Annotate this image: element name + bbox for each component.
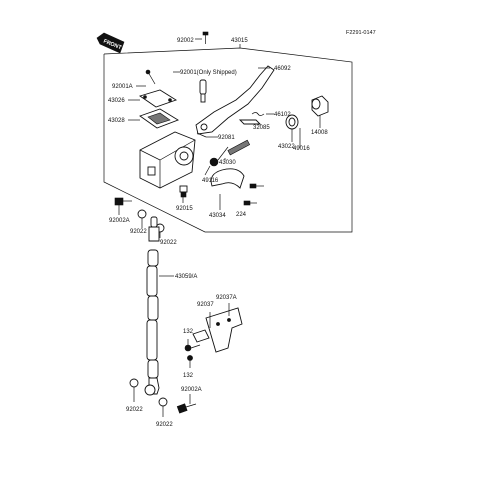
bracket-92037A (205, 303, 243, 353)
washer-92022-a (137, 209, 147, 228)
washer-92022-c (129, 378, 139, 402)
label-14008: 14008 (311, 130, 328, 136)
label-132-b: 132 (183, 373, 194, 379)
bolt-132-a (184, 339, 201, 352)
bolt-92002 (195, 31, 209, 44)
label-32085: 32085 (253, 125, 270, 131)
label-92022-d: 92022 (156, 422, 173, 428)
clamp-92037 (192, 312, 211, 343)
label-224: 224 (236, 212, 247, 218)
pivot-bolt-32085 (238, 119, 262, 125)
clamp-43034 (210, 168, 245, 210)
nut-49116 (204, 157, 219, 176)
label-92081: 92081 (218, 135, 235, 141)
screw-92081 (196, 132, 218, 138)
label-43059A: 43059/A (175, 274, 197, 280)
label-46102: 46102 (274, 112, 291, 118)
label-43034: 43034 (209, 213, 226, 219)
brake-lever-46092 (195, 65, 275, 135)
diagram-ref-code: F2291-0147 (346, 30, 376, 36)
washer-92022-d (158, 397, 168, 417)
bolt-92015 (180, 191, 187, 203)
label-92002A-bottom: 92002A (181, 387, 202, 393)
label-92022-c: 92022 (126, 407, 143, 413)
bolt-132-b (187, 355, 193, 368)
label-92001A: 92001A (112, 84, 133, 90)
bolt-224 (243, 183, 264, 206)
label-92001: 92001(Only Shipped) (180, 70, 237, 76)
label-43030: 43030 (219, 160, 236, 166)
label-43022: 43022 (278, 144, 295, 150)
label-92037: 92037 (197, 302, 214, 308)
label-92002A-top: 92002A (109, 218, 130, 224)
label-92037A: 92037A (216, 295, 237, 301)
label-49016: 49016 (293, 146, 310, 152)
screw-92001A (136, 69, 156, 87)
label-92002: 92002 (177, 38, 194, 44)
label-92015: 92015 (176, 206, 193, 212)
banjo-bolt-92002A-bottom (176, 394, 197, 414)
spring-46102 (251, 112, 274, 116)
label-43015: 43015 (231, 38, 248, 44)
reservoir-cap-43026 (128, 89, 178, 108)
bleeder-92001 (173, 71, 207, 103)
label-43028: 43028 (108, 118, 125, 124)
banjo-bolt-92002A-top (114, 197, 132, 215)
label-46092: 46092 (274, 66, 291, 72)
boot-43022 (285, 114, 299, 142)
diaphragm-43028 (128, 108, 180, 129)
label-43026: 43026 (108, 98, 125, 104)
label-92022-a: 92022 (130, 229, 147, 235)
cap-14008 (311, 95, 329, 128)
master-cylinder-body (139, 131, 196, 193)
label-92022-b: 92022 (160, 240, 177, 246)
front-arrow-icon: FRONT (96, 32, 125, 54)
brake-hose-43059A (144, 216, 174, 396)
push-rod-43030 (217, 139, 251, 161)
label-132-a: 132 (183, 329, 194, 335)
label-49116: 49116 (202, 178, 219, 184)
